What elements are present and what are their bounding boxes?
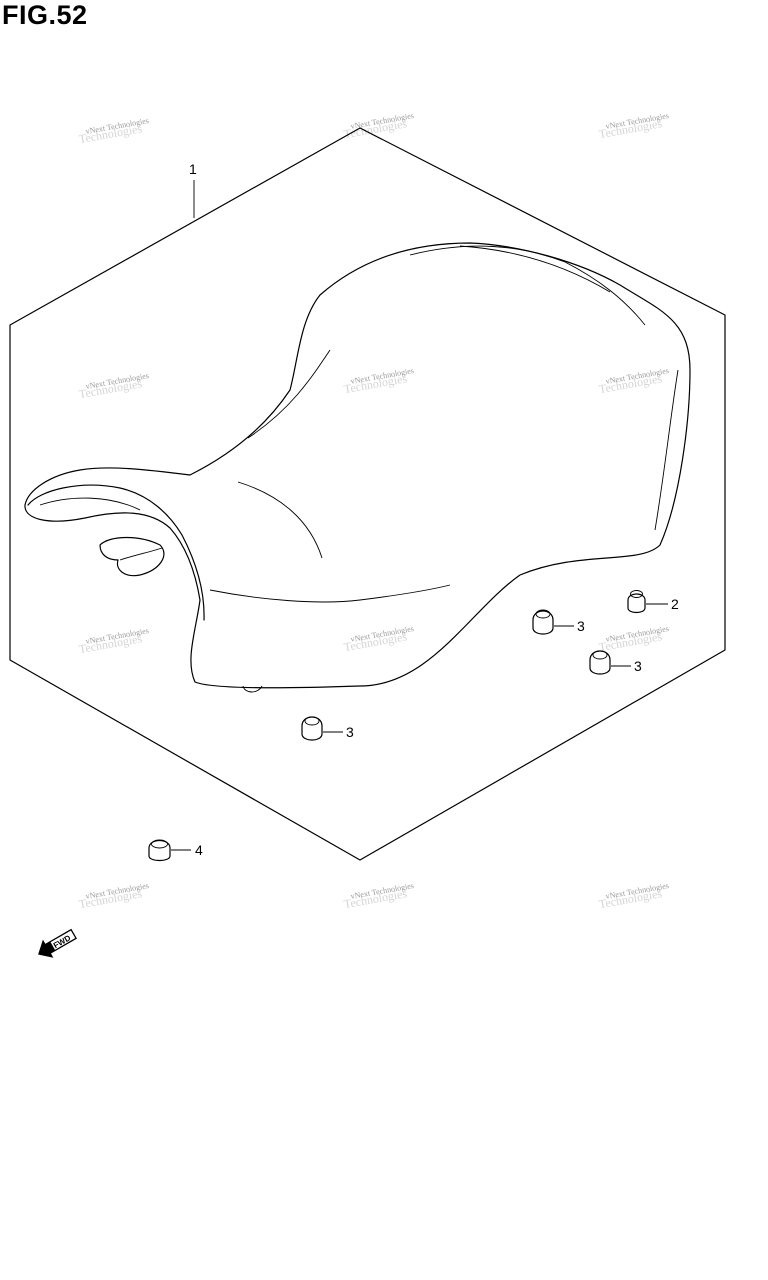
watermark: Technologies vNext Technologies — [598, 624, 670, 654]
seat-bottom-edge — [209, 584, 451, 603]
seat-center-curve — [237, 481, 323, 559]
watermark: Technologies vNext Technologies — [343, 366, 415, 396]
part-3-cushion-c[interactable] — [301, 716, 323, 741]
seat-front-tab — [99, 536, 165, 577]
part-3-cushion-b[interactable] — [589, 650, 611, 675]
seat-grip-handle — [27, 484, 205, 621]
seat-hook — [242, 685, 263, 693]
watermark: Technologies vNext Technologies — [598, 881, 670, 911]
callout-4-label[interactable]: 4 — [195, 842, 203, 858]
part-3-cushion-a[interactable] — [532, 609, 554, 635]
watermark: Technologies vNext Technologies — [78, 116, 150, 146]
watermark-layer: Technologies vNext Technologies Technolo… — [78, 111, 670, 911]
figure-title: FIG.52 — [2, 0, 88, 30]
seat-transition-line — [247, 349, 331, 439]
watermark: Technologies vNext Technologies — [78, 881, 150, 911]
assembly-hexagon-outline — [9, 127, 726, 861]
seat-grip-inner — [39, 497, 141, 511]
watermark: Technologies vNext Technologies — [343, 881, 415, 911]
callout-1-label[interactable]: 1 — [189, 161, 197, 177]
watermark: Technologies vNext Technologies — [78, 626, 150, 656]
callout-3a-label[interactable]: 3 — [577, 618, 585, 634]
fwd-arrow-icon: FWD — [38, 928, 77, 958]
watermark: Technologies vNext Technologies — [598, 111, 670, 141]
seat-front-tab-detail — [119, 547, 163, 561]
part-2-bumper[interactable] — [627, 590, 646, 614]
callout-2-label[interactable]: 2 — [671, 596, 679, 612]
watermark: Technologies vNext Technologies — [343, 624, 415, 654]
seat-rear-ridge-inner — [459, 245, 611, 293]
seat-rear-ridge — [409, 245, 646, 326]
watermark: Technologies vNext Technologies — [598, 366, 670, 396]
seat-side-contour — [654, 369, 679, 531]
callout-3b-label[interactable]: 3 — [634, 658, 642, 674]
watermark: Technologies vNext Technologies — [78, 371, 150, 401]
seat-outline — [24, 242, 691, 689]
seat-assembly[interactable] — [24, 242, 691, 693]
callout-3c-label[interactable]: 3 — [346, 724, 354, 740]
part-4-grommet[interactable] — [148, 839, 171, 862]
watermark: Technologies vNext Technologies — [343, 111, 415, 141]
